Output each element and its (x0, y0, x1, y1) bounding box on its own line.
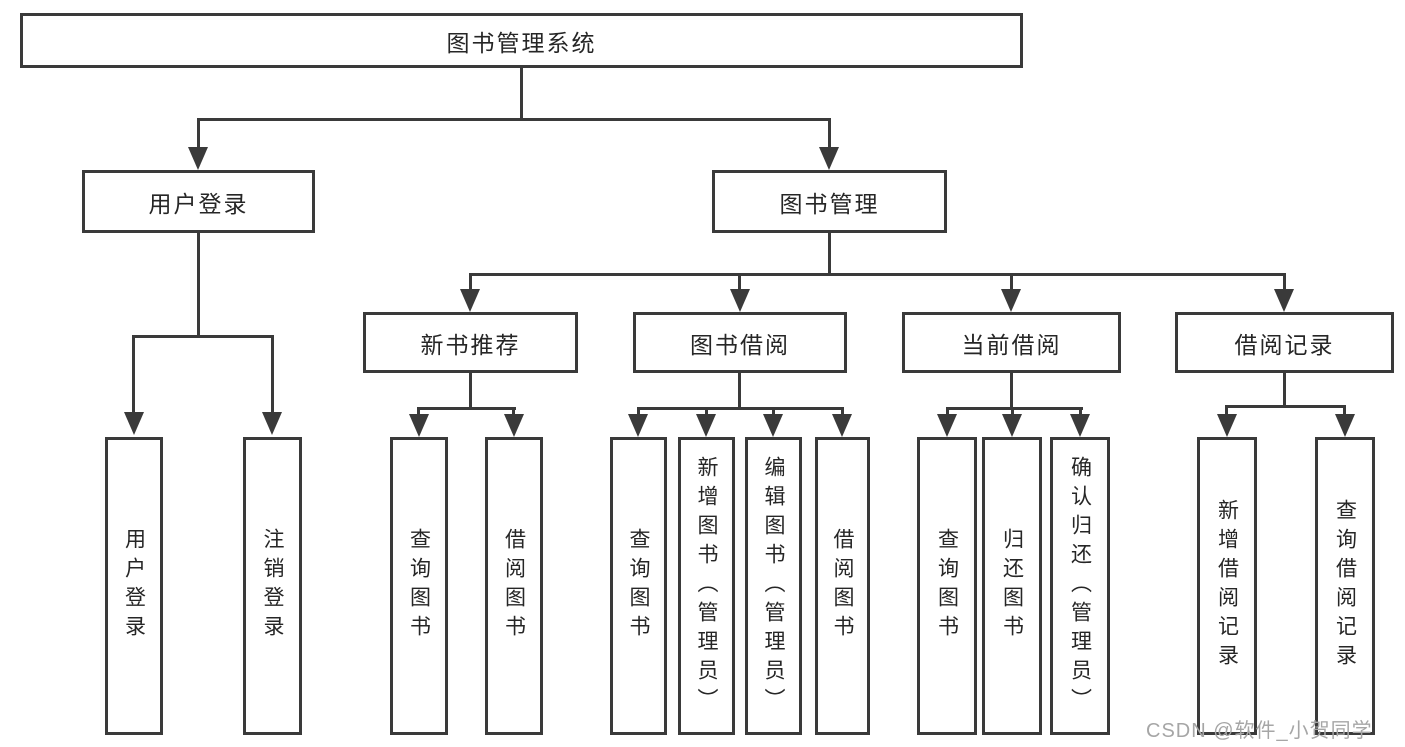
node-label: 图书管理 (779, 190, 880, 217)
leaf-logout-login: 注销登录 (243, 437, 302, 735)
connector-stem (1011, 407, 1014, 417)
leaf-label: 查询图书 (627, 528, 650, 644)
connector-stem (1010, 273, 1013, 291)
arrowhead-down-icon (409, 414, 429, 437)
leaf-confirm-return-admin: 确认归还（管理员） (1050, 437, 1110, 735)
leaf-label: 注销登录 (261, 528, 284, 644)
connector-hline (946, 407, 1083, 410)
connector-vline (1283, 373, 1286, 406)
node-borrow-record: 借阅记录 (1175, 312, 1394, 373)
csdn-watermark: CSDN @软件_小贺同学 (1146, 720, 1373, 742)
arrowhead-down-icon (819, 147, 839, 170)
connector-hline (469, 273, 1285, 276)
leaf-label: 归还图书 (1000, 528, 1024, 644)
connector-vline (828, 233, 831, 273)
arrowhead-down-icon (628, 414, 648, 437)
connector-stem (828, 118, 831, 148)
connector-hline (197, 118, 831, 121)
leaf-label: 查询借阅记录 (1333, 499, 1357, 673)
leaf-query-books-borrow: 查询图书 (610, 437, 667, 735)
connector-stem (1079, 407, 1082, 417)
connector-stem (772, 407, 775, 417)
node-label: 图书借阅 (690, 331, 790, 358)
arrowhead-down-icon (460, 289, 480, 312)
connector-stem (271, 335, 274, 413)
arrowhead-down-icon (1274, 289, 1294, 312)
leaf-label: 借阅图书 (502, 528, 526, 644)
leaf-label: 编辑图书（管理员） (762, 455, 785, 717)
connector-vline (738, 373, 741, 407)
leaf-query-borrow-record: 查询借阅记录 (1315, 437, 1375, 735)
connector-hline (1225, 405, 1346, 408)
leaf-label: 借阅图书 (831, 528, 854, 644)
leaf-query-books-recommend: 查询图书 (390, 437, 448, 735)
connector-hline (132, 335, 274, 338)
arrowhead-down-icon (262, 412, 282, 435)
connector-vline (520, 68, 523, 118)
connector-stem (637, 407, 640, 417)
connector-stem (1343, 405, 1346, 417)
arrowhead-down-icon (1001, 289, 1021, 312)
leaf-user-login: 用户登录 (105, 437, 163, 735)
leaf-label: 确认归还（管理员） (1068, 455, 1092, 717)
leaf-label: 查询图书 (407, 528, 431, 644)
connector-stem (738, 273, 741, 291)
arrowhead-down-icon (696, 414, 716, 437)
arrowhead-down-icon (1335, 414, 1355, 437)
leaf-add-books-admin: 新增图书（管理员） (678, 437, 735, 735)
connector-stem (417, 407, 420, 417)
node-user-login: 用户登录 (82, 170, 315, 233)
node-label: 用户登录 (148, 190, 249, 217)
leaf-label: 新增借阅记录 (1215, 499, 1239, 673)
arrowhead-down-icon (832, 414, 852, 437)
arrowhead-down-icon (1002, 414, 1022, 437)
leaf-edit-books-admin: 编辑图书（管理员） (745, 437, 802, 735)
connector-stem (197, 118, 200, 148)
connector-vline (197, 233, 200, 335)
connector-stem (469, 273, 472, 291)
connector-vline (1010, 373, 1013, 407)
connector-stem (512, 407, 515, 417)
node-book-borrow: 图书借阅 (633, 312, 847, 373)
connector-vline (469, 373, 472, 407)
node-new-book-recommend: 新书推荐 (363, 312, 578, 373)
node-book-management: 图书管理 (712, 170, 947, 233)
leaf-label: 查询图书 (935, 528, 959, 644)
connector-stem (132, 335, 135, 413)
arrowhead-down-icon (188, 147, 208, 170)
arrowhead-down-icon (124, 412, 144, 435)
leaf-add-borrow-record: 新增借阅记录 (1197, 437, 1257, 735)
connector-hline (637, 407, 844, 410)
connector-stem (841, 407, 844, 417)
leaf-borrow-books: 借阅图书 (815, 437, 870, 735)
arrowhead-down-icon (1217, 414, 1237, 437)
connector-stem (1283, 273, 1286, 291)
node-label: 新书推荐 (420, 331, 521, 358)
connector-stem (705, 407, 708, 417)
leaf-return-books: 归还图书 (982, 437, 1042, 735)
leaf-label: 新增图书（管理员） (695, 455, 718, 717)
node-label: 图书管理系统 (446, 29, 597, 56)
leaf-label: 用户登录 (122, 528, 146, 644)
node-library-management-system: 图书管理系统 (20, 13, 1023, 68)
leaf-borrow-books-recommend: 借阅图书 (485, 437, 543, 735)
connector-hline (417, 407, 516, 410)
arrowhead-down-icon (937, 414, 957, 437)
arrowhead-down-icon (1070, 414, 1090, 437)
arrowhead-down-icon (504, 414, 524, 437)
arrowhead-down-icon (730, 289, 750, 312)
node-current-borrow: 当前借阅 (902, 312, 1121, 373)
connector-stem (1225, 405, 1228, 417)
node-label: 当前借阅 (961, 331, 1062, 358)
connector-stem (946, 407, 949, 417)
leaf-query-books-current: 查询图书 (917, 437, 977, 735)
node-label: 借阅记录 (1234, 331, 1335, 358)
arrowhead-down-icon (763, 414, 783, 437)
